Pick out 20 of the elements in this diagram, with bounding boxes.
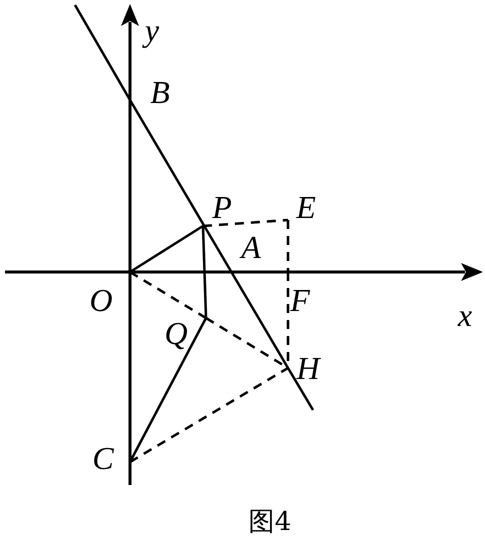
line-segment (202, 226, 208, 318)
point-label: B (150, 76, 170, 108)
point-label: Q (164, 317, 188, 349)
point-label: A (241, 231, 261, 263)
line-segment (128, 317, 208, 463)
point-label: O (89, 284, 113, 316)
dashed-segment (129, 270, 207, 320)
point-label: F (290, 284, 310, 316)
point-label: E (296, 191, 316, 223)
axis-label: x (458, 299, 472, 331)
axis-label: y (144, 14, 160, 46)
dashed-segment (286, 220, 290, 272)
figure-caption: 图4 (248, 508, 292, 536)
dashed-segment (202, 218, 288, 228)
point-label: H (296, 352, 320, 384)
point-label: C (92, 442, 114, 474)
line-segment (128, 99, 290, 369)
point-label: P (212, 191, 232, 223)
dashed-segment (129, 366, 289, 464)
line-segment (129, 224, 204, 274)
